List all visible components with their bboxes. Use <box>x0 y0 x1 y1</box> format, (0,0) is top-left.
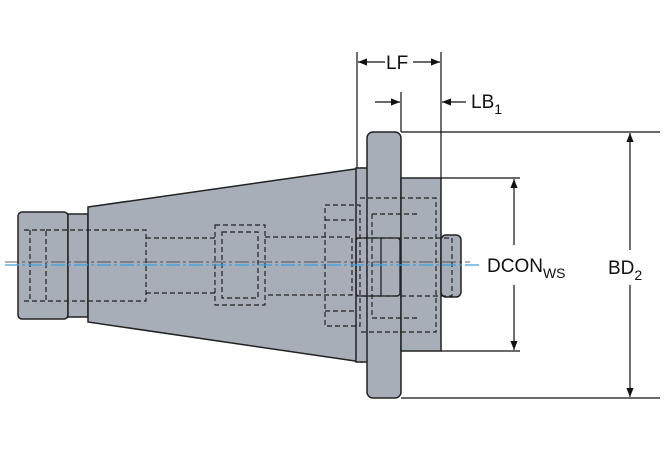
rear-bore <box>360 197 437 333</box>
dcon-label: DCONWS <box>487 256 566 281</box>
chamber-rear <box>265 236 353 296</box>
bore-front <box>45 229 147 302</box>
dcon-label-main: DCON <box>487 256 543 277</box>
lb1-label-sub: 1 <box>494 101 502 117</box>
drive-slot <box>356 237 453 297</box>
dimension-bd2 <box>401 131 660 399</box>
bd2-label: BD2 <box>608 258 642 283</box>
dimension-lf <box>356 52 442 178</box>
dimension-lb1 <box>375 92 466 132</box>
passage-mid <box>146 237 215 294</box>
end-stub <box>440 234 462 298</box>
lb1-label-main: LB <box>471 92 494 113</box>
rear-bore-inner <box>371 213 420 319</box>
chamber-rear-steps <box>324 204 361 327</box>
dcon-label-sub: WS <box>543 265 566 281</box>
chamber-mid-inner <box>221 231 259 299</box>
hidden-lines <box>24 197 453 333</box>
drive-details <box>355 237 401 297</box>
bd2-label-sub: 2 <box>634 267 642 283</box>
lf-label: LF <box>386 53 408 74</box>
drive-key <box>355 237 401 297</box>
dimension-dcon <box>441 177 520 352</box>
lb1-label: LB1 <box>471 92 502 117</box>
bd2-label-main: BD <box>608 258 634 279</box>
chamber-mid <box>214 224 266 306</box>
